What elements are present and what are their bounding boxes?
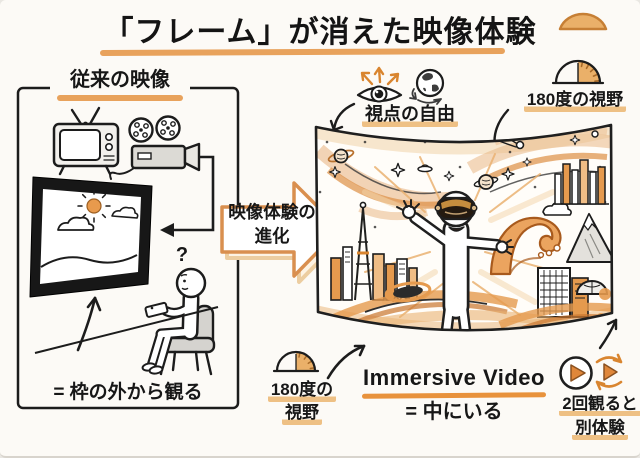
protractor-gauge-icon: [551, 59, 605, 85]
immersive-title-underline: [361, 392, 547, 399]
viewpoint-label: 視点の自由: [352, 103, 468, 127]
smile: [448, 226, 465, 232]
page-title: 「フレーム」が消えた映像体験: [103, 16, 537, 49]
left-panel-caption: = 枠の外から観る: [53, 382, 203, 403]
question-mark: ?: [175, 244, 189, 266]
city-skyline: [553, 159, 609, 205]
film-projector-icon: [109, 115, 201, 180]
direction-arrows-icon: [360, 66, 400, 86]
star-icon: [329, 134, 581, 182]
globe-icon: [409, 68, 445, 105]
curved-arrow-icon: [326, 344, 366, 380]
mountain-icon: [566, 212, 612, 263]
rewatch-icons: [559, 353, 623, 391]
left-panel-heading: 従来の映像: [50, 68, 190, 93]
hills-line: [40, 254, 138, 268]
cloud-icon: [111, 206, 139, 219]
decorative-arc: [558, 12, 608, 31]
picture-frame: [29, 176, 153, 298]
planet-icon: [591, 130, 599, 138]
immersive-screen: [314, 123, 614, 332]
planet-icon: [473, 174, 499, 190]
rewatch-label-line2: 別体験: [572, 419, 628, 440]
rewatch-label-line1: 2回観ると: [559, 395, 640, 416]
viewpoint-icons: [356, 66, 445, 105]
tv-icon: [52, 106, 120, 176]
connector-arrow-icon: [160, 155, 215, 237]
ufo-icon: [417, 164, 433, 173]
viewer-person: [141, 267, 207, 375]
transition-label: 映像体験の 進化: [219, 201, 325, 248]
transition-label-line1: 映像体験の: [228, 202, 316, 222]
protractor-gauge-icon: [272, 350, 320, 373]
title-underline: [99, 47, 506, 57]
wave-icon: [489, 216, 562, 276]
eye-icon: [356, 85, 403, 103]
fov-bottom-label: 180度の 視野: [256, 378, 348, 425]
immersive-title: Immersive Video: [363, 365, 545, 390]
vr-headset-icon: [434, 196, 478, 221]
tower-spire-icon: [354, 201, 372, 301]
block-arrow-right-icon: [220, 181, 347, 284]
left-panel-heading-underline: [57, 95, 183, 101]
fov-bottom-label-line2: 視野: [282, 403, 322, 425]
traditional-video-panel: [16, 86, 240, 410]
vr-headset-person: [396, 190, 514, 331]
floor-line: [34, 306, 219, 354]
fov-top-label-text: 180度の視野: [523, 90, 627, 112]
immersive-subtitle: = 中にいる: [405, 401, 503, 423]
viewpoint-label-text: 視点の自由: [362, 104, 458, 127]
play-circle-icon: [559, 356, 593, 390]
cloud-icon: [57, 216, 95, 231]
fov-bottom-label-line1: 180度の: [267, 380, 337, 402]
rewatch-label: 2回観ると 別体験: [552, 392, 640, 440]
transition-label-line2: 進化: [254, 225, 290, 246]
replay-icon: [595, 353, 623, 391]
curved-arrow-icon: [598, 318, 618, 350]
sun-icon: [77, 189, 111, 223]
curved-arrow-icon: [76, 296, 102, 352]
fov-top-label: 180度の視野: [515, 89, 635, 112]
remote-icon: [144, 301, 169, 318]
planet-icon: [327, 148, 355, 164]
